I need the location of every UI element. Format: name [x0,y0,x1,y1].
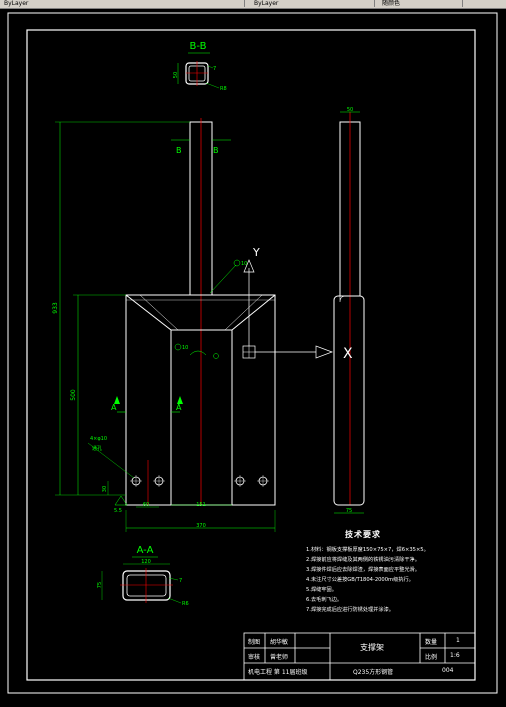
aa-width-dim: 75 [97,582,103,588]
section-aa-label: A-A [137,545,154,556]
plotstyle-dropdown[interactable]: 随颜色 [378,0,463,7]
tech-notes-title: 技术要求 [345,530,381,539]
tech-note-item: 6.去毛刺飞边。 [306,597,343,603]
svg-text:通孔: 通孔 [92,445,102,452]
fillet-top-dim: 10 [241,261,247,267]
hole-note: 4×φ10 [90,436,107,442]
tb-school: 机电工程 第 11届班级 [248,669,308,676]
mounting-holes [130,475,269,487]
aa-section-tube [122,570,171,601]
section-bb-label: B-B [190,41,207,52]
tech-note-item: 4.未注尺寸公差按GB/T1804-2000m级执行。 [306,577,414,583]
aa-top-dim: 120 [141,559,151,565]
side-base-dim: 75 [346,508,352,514]
hole-spacing-dim: 60 [143,502,149,508]
front-base-outline [125,294,276,506]
fillet-mid-dim: 10 [182,345,188,351]
tb-material: Q235方形钢管 [353,669,394,676]
bb-thickness-dim: 7 [213,66,216,72]
tech-note-item: 3.焊接件焊后应去除焊渣，焊接表面应平整光滑。 [306,567,420,573]
tb-part-name: 支撑架 [360,643,384,652]
front-inner-slot [170,329,233,505]
base-offset-dim: 30 [102,486,108,492]
section-a-marker-right: A [176,403,182,412]
axis-x-label: X [343,346,353,362]
axis-y-label: Y [252,246,260,259]
bb-height-dim: 50 [173,72,179,78]
side-width-dim: 50 [347,107,353,113]
linetype-dropdown[interactable]: ByLayer [0,0,245,7]
tb-drawing-no: 004 [442,667,454,674]
tech-note-item: 5.焊缝牢固。 [306,587,337,593]
overall-width-dim: 370 [196,523,206,529]
tech-note-item: 7.焊接完成后应进行防锈处理并涂漆。 [306,607,394,613]
section-b-marker-left: B [176,146,182,155]
aa-thickness-dim: 7 [179,578,182,584]
inner-width-dim: 151 [196,502,206,508]
aa-radius-dim: R6 [182,601,189,607]
lower-height-dim: 500 [70,389,77,401]
tb-qty-value: 1 [456,637,460,644]
layer-toolbar: ByLayer ByLayer 随颜色 [0,0,506,9]
tb-scale-value: 1:6 [450,652,460,659]
weld-mark: 5.5 [114,508,122,514]
tb-designer-name: 胡华敏 [270,639,289,646]
tech-note-item: 1.材料：钢板支撑板厚度150×75×7，焊6×35×5。 [306,547,429,553]
tb-designer-label: 制图 [248,639,261,646]
tech-note-item: 2.焊接前应将焊缝及其两侧的铁锈油污清除干净。 [306,557,420,563]
tb-scale-label: 比例 [425,654,438,661]
tb-checker-label: 审核 [248,654,261,661]
title-block [243,632,476,681]
ucs-icon [242,259,333,359]
section-a-marker-left: A [111,403,117,412]
outer-frame [7,12,498,694]
lineweight-dropdown[interactable]: ByLayer [250,0,375,7]
tech-notes-list: 1.材料：钢板支撑板厚度150×75×7，焊6×35×5。 2.焊接前应将焊缝及… [306,545,486,615]
side-base [333,295,365,506]
tb-qty-label: 数量 [425,639,438,646]
section-b-marker-right: B [213,146,219,155]
total-height-dim: 933 [52,302,59,314]
bb-radius-dim: R8 [220,86,227,92]
tb-checker-name: 曾老师 [270,654,289,661]
